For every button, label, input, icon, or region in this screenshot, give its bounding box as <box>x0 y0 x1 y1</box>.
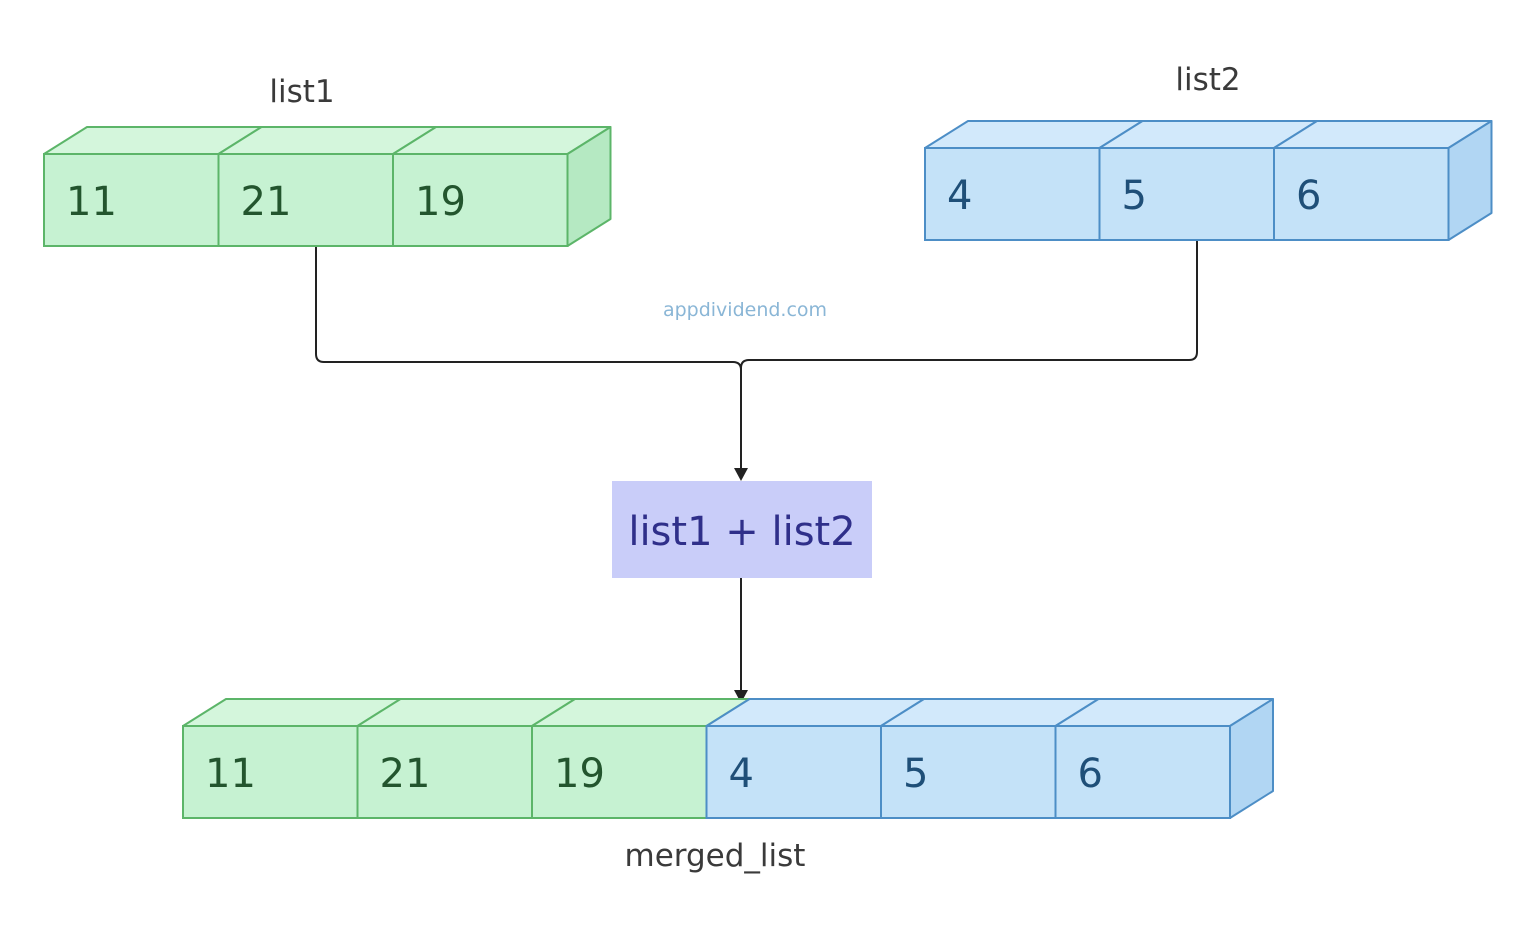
list1-cell-value: 19 <box>415 179 466 225</box>
merged-list-cell <box>182 725 359 819</box>
list1-label: list1 <box>269 74 334 110</box>
merged-list-array: 11 21 19 4 5 6 <box>182 698 1274 819</box>
merged-list-cell-value: 4 <box>729 751 754 797</box>
watermark-text: appdividend.com <box>663 299 827 321</box>
list2-cell-value: 6 <box>1296 173 1321 219</box>
merged-list-cell-value: 11 <box>205 751 256 797</box>
arrowhead-to-operation <box>734 468 748 481</box>
connector-list1 <box>315 246 742 371</box>
merged-list-cell-value: 19 <box>554 751 605 797</box>
operation-label: list1 + list2 <box>628 509 855 555</box>
merged-list-cell <box>356 725 533 819</box>
merged-list-label: merged_list <box>625 838 806 874</box>
list2-cell-value: 5 <box>1122 173 1147 219</box>
list1-cell <box>392 153 569 247</box>
merged-list-cell-value: 21 <box>380 751 431 797</box>
list1-cell-value: 21 <box>241 179 292 225</box>
list2-cell <box>1273 147 1450 241</box>
merged-list-cell-value: 6 <box>1078 751 1103 797</box>
connectors <box>315 240 1198 690</box>
list2-cell-value: 4 <box>947 173 972 219</box>
list1-cell <box>43 153 220 247</box>
merged-list-cell <box>705 725 882 819</box>
list1-array: 11 21 19 <box>43 126 612 247</box>
list1-cell-value: 11 <box>66 179 117 225</box>
list2-array: 4 5 6 <box>924 120 1493 241</box>
connector-list2 <box>740 240 1198 369</box>
list2-label: list2 <box>1175 62 1240 98</box>
list1-cell <box>217 153 394 247</box>
merged-list-cell <box>531 725 708 819</box>
list2-cell <box>924 147 1101 241</box>
arrowhead-to-merged <box>734 690 748 703</box>
merged-list-cell-value: 5 <box>903 751 928 797</box>
list2-cell <box>1098 147 1275 241</box>
merged-list-cell <box>1054 725 1231 819</box>
operation-box <box>612 481 872 578</box>
